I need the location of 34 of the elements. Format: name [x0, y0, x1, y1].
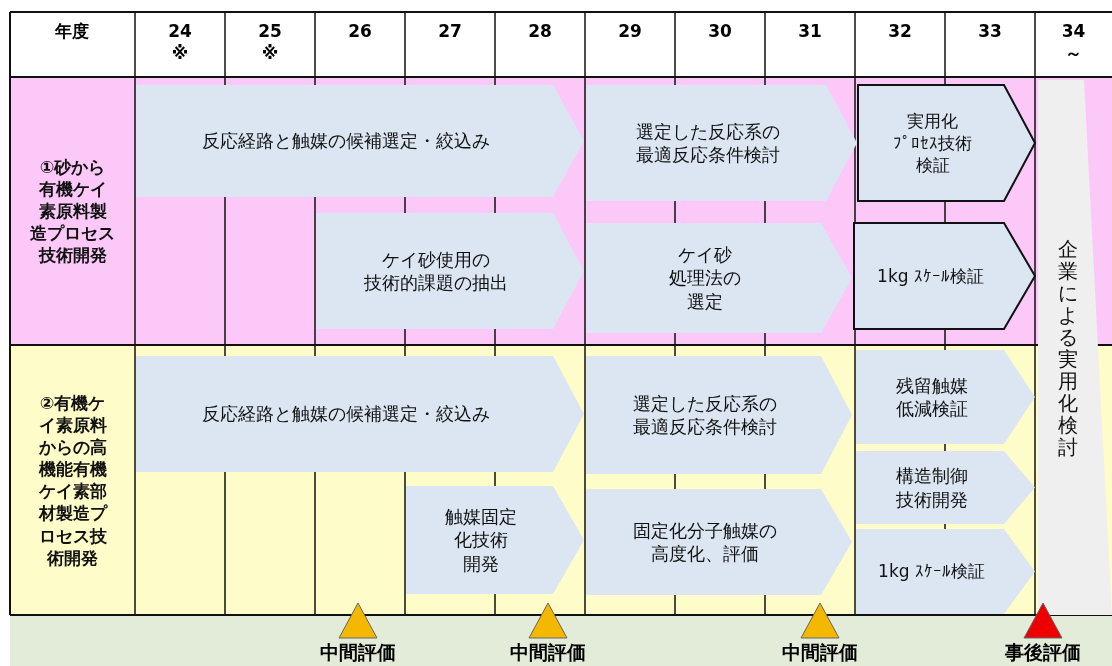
task-block: 実用化ﾌﾟﾛｾｽ技術検証 — [857, 84, 1036, 202]
row-heading: ①砂から有機ケイ素原料製造プロセス技術開発 — [29, 155, 116, 267]
task-block: 触媒固定化技術開発 — [405, 485, 585, 595]
column-header: 30 — [707, 20, 733, 43]
column-header: 32 — [887, 20, 913, 43]
column-header: 年度 — [54, 20, 91, 43]
column-header: 26 — [347, 20, 373, 43]
task-block: 反応経路と触媒の候補選定・絞込み — [135, 355, 585, 473]
task-block: 1kg ｽｹｰﾙ検証 — [853, 222, 1036, 330]
column-header: 28 — [527, 20, 553, 43]
column-header: 33 — [977, 20, 1003, 43]
column-header: 29 — [617, 20, 643, 43]
column-header: 31 — [797, 20, 823, 43]
swimlane-band — [10, 345, 1112, 615]
column-header: 24 ※ — [167, 20, 193, 65]
column-header: 25 ※ — [257, 20, 283, 65]
column-header: 27 — [437, 20, 463, 43]
milestone-label: 事後評価 — [1005, 640, 1081, 665]
task-block: 反応経路と触媒の候補選定・絞込み — [135, 84, 585, 198]
task-block: ケイ砂使用の技術的課題の抽出 — [315, 212, 585, 330]
task-block: 固定化分子触媒の高度化、評価 — [585, 488, 853, 596]
task-block: 残留触媒低減検証 — [855, 349, 1036, 445]
milestone-label: 中間評価 — [510, 640, 586, 665]
task-block: ケイ砂処理法の選定 — [585, 222, 853, 334]
swimlane-band — [10, 77, 1112, 345]
task-block: 構造制御技術開発 — [855, 450, 1036, 525]
row-heading: ②有機ケイ素原料からの高機能有機ケイ素部材製造プロセス技術開発 — [37, 391, 109, 569]
milestone-label: 中間評価 — [782, 640, 858, 665]
task-block: 選定した反応系の最適反応条件検討 — [585, 355, 853, 475]
column-header: 34 ～ — [1060, 20, 1087, 65]
milestone-label: 中間評価 — [320, 640, 396, 665]
tapered-task-band: 企業による実用化検討 — [1038, 80, 1112, 615]
task-block: 1kg ｽｹｰﾙ検証 — [855, 528, 1036, 615]
task-block: 選定した反応系の最適反応条件検討 — [585, 84, 858, 202]
